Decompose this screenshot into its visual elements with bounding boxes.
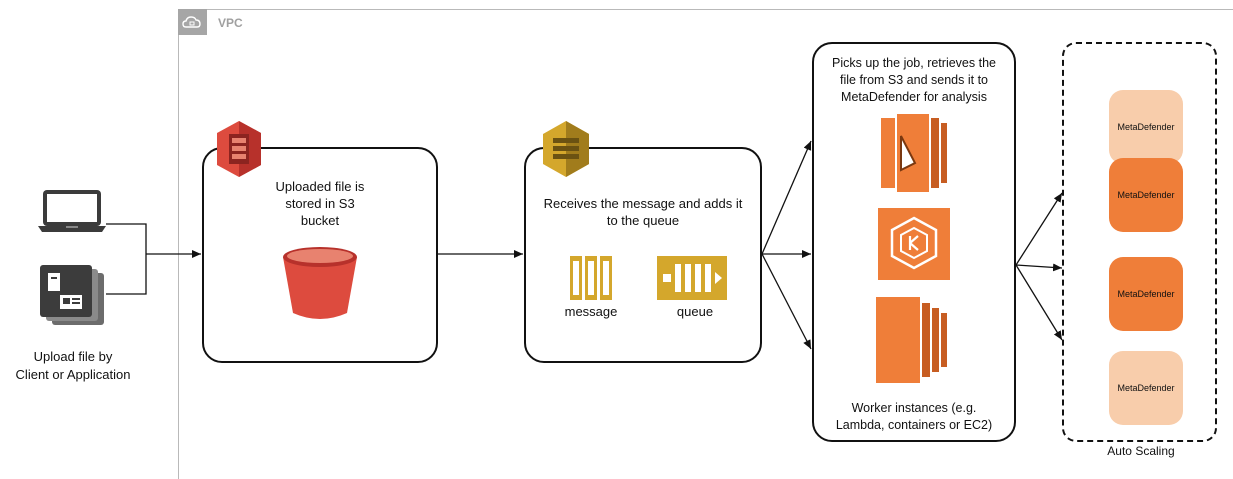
vpc-label: VPC (218, 16, 243, 30)
vpc-container (178, 9, 1233, 479)
vpc-badge (178, 9, 207, 35)
worker-to-asg-arrow-1 (1015, 192, 1063, 266)
sqs-caption: Receives the message and adds it to the … (543, 196, 743, 228)
metadefender-instance-4: MetaDefender (1109, 351, 1183, 425)
queue-label: queue (676, 304, 714, 319)
lambda-icon (881, 114, 947, 192)
message-label: message (564, 304, 618, 319)
queue-icon (657, 256, 727, 300)
auto-scaling-label: Auto Scaling (1107, 444, 1175, 458)
metadefender-instance-2: MetaDefender (1109, 158, 1183, 232)
message-icon (570, 256, 612, 300)
worker-top-caption: Picks up the job, retrieves the file fro… (832, 56, 996, 104)
client-join-line (106, 223, 147, 295)
server-stack-icon (40, 265, 104, 325)
auto-scaling-group (1062, 42, 1217, 442)
worker-bottom-caption: Worker instances (e.g. Lambda, container… (835, 401, 993, 432)
worker-to-asg-arrow-2 (1015, 263, 1063, 272)
sqs-logo-icon (543, 121, 589, 177)
sqs-to-ec2-arrow (761, 253, 812, 350)
s3-logo-icon (217, 121, 261, 177)
client-caption: Upload file by Client or Application (15, 349, 131, 382)
s3-bucket-icon (283, 247, 357, 319)
sqs-to-lambda-arrow (761, 140, 812, 255)
cloud-icon (182, 16, 201, 28)
laptop-icon (38, 190, 106, 232)
metadefender-instance-3: MetaDefender (1109, 257, 1183, 331)
metadefender-instance-1: MetaDefender (1109, 90, 1183, 164)
sqs-queue-box (524, 147, 762, 363)
worker-to-asg-arrow-3 (1015, 264, 1063, 341)
ec2-icon (876, 297, 947, 383)
s3-caption: Uploaded file is stored in S3 bucket (275, 179, 365, 228)
ecs-icon (878, 208, 950, 280)
